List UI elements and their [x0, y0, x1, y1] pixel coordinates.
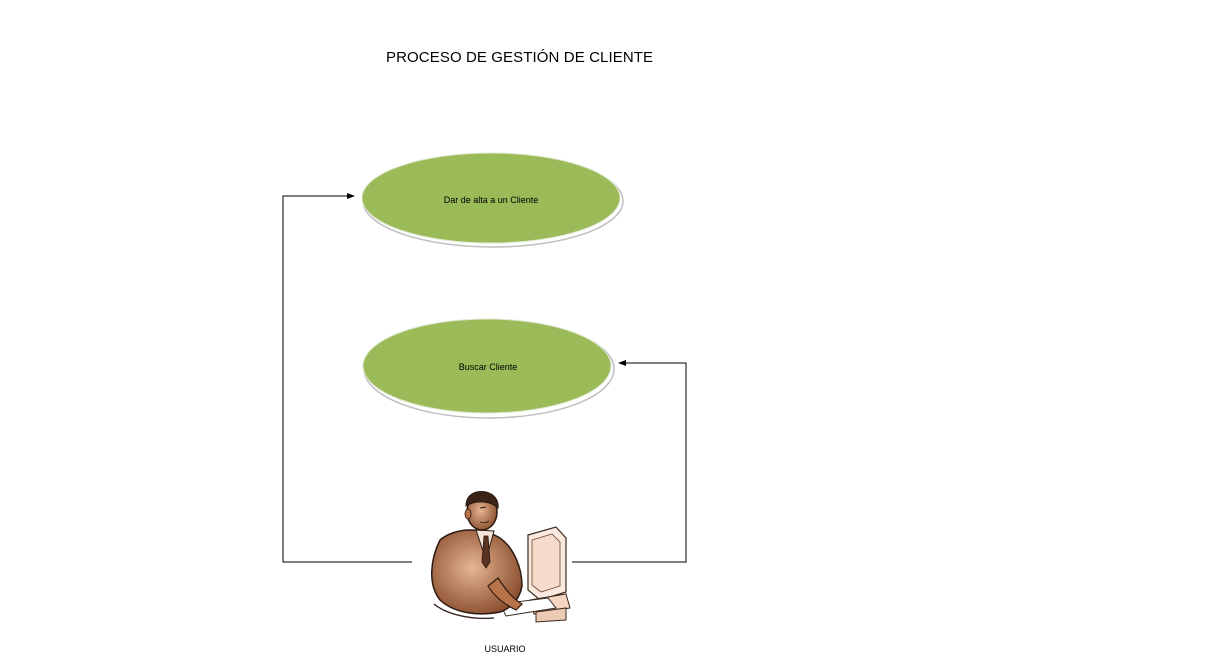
use-case-label: Buscar Cliente: [458, 362, 518, 372]
use-case-label: Dar de alta a un Cliente: [443, 195, 539, 205]
connector-to-dar-de-alta: [282, 193, 412, 563]
connector-to-buscar-cliente: [572, 360, 687, 563]
use-case-buscar-cliente[interactable]: [362, 318, 615, 419]
use-case-dar-de-alta[interactable]: [361, 152, 624, 248]
diagram-title: PROCESO DE GESTIÓN DE CLIENTE: [386, 49, 654, 66]
user-at-computer-icon: [431, 491, 571, 623]
actor-label: USUARIO: [484, 644, 526, 654]
